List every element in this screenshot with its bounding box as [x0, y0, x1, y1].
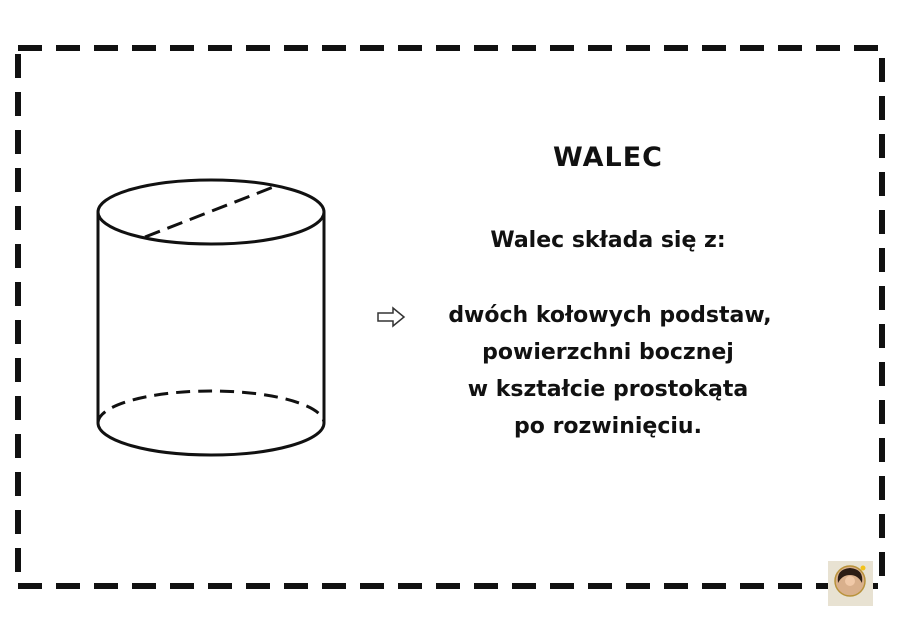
subtitle: Walec składa się z:	[490, 228, 726, 253]
page-title: WALEC	[553, 142, 663, 173]
description-line: dwóch kołowych podstaw,	[448, 303, 772, 328]
description-line: po rozwinięciu.	[514, 414, 702, 439]
author-logo	[828, 561, 873, 606]
description-line: powierzchni bocznej	[482, 340, 734, 365]
right-arrow-icon	[377, 306, 406, 328]
cylinder-illustration	[96, 178, 326, 457]
description-line: w kształcie prostokąta	[467, 377, 749, 402]
